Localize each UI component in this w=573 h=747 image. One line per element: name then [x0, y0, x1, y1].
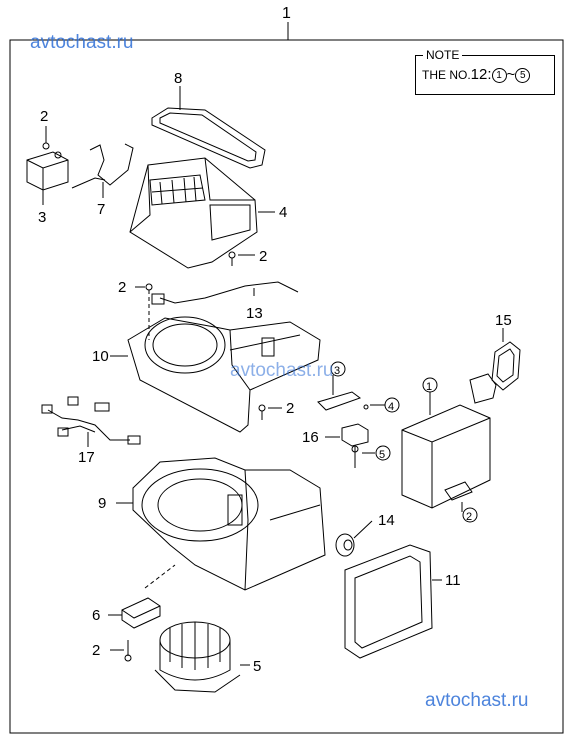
callout-2-b: 2 [259, 248, 267, 265]
actuator-3 [26, 151, 69, 205]
note-number: 12 [470, 66, 488, 83]
circled-2-label: 2 [466, 511, 472, 523]
blower-motor-5 [154, 621, 250, 693]
evaporator-unit [401, 404, 491, 512]
circled-4-marker [363, 397, 400, 413]
screw-2-bottom [110, 640, 132, 662]
callout-15: 15 [495, 312, 512, 329]
callout-14: 14 [378, 512, 395, 529]
switch-16 [325, 423, 369, 447]
callout-11: 11 [445, 572, 461, 589]
note-text: THE NO.12:1~5 [422, 66, 531, 84]
screw-2-housing-side [258, 404, 282, 420]
note-range-start: 1 [491, 68, 507, 84]
callout-10: 10 [92, 348, 109, 365]
note-colon: : [487, 66, 492, 83]
note-tilde: ~ [506, 66, 516, 83]
circled-1-label: 1 [426, 381, 432, 393]
circled-1-marker [422, 377, 438, 415]
callout-7: 7 [97, 201, 105, 218]
circled-2-marker [462, 507, 478, 523]
screw-2-top [42, 126, 50, 150]
resistor-6 [108, 564, 176, 629]
seal-15 [469, 328, 521, 404]
cable-13 [151, 281, 299, 305]
harness-17 [41, 396, 141, 447]
note-title: NOTE [423, 48, 463, 62]
watermark-top: avtochast.ru [30, 32, 134, 53]
watermark-middle: avtochast.ru [230, 360, 334, 381]
circled-5-label: 5 [379, 449, 385, 461]
callout-4: 4 [279, 204, 287, 221]
circled-3-marker [330, 361, 346, 377]
callout-16: 16 [302, 429, 319, 446]
note-prefix: THE NO. [422, 68, 471, 82]
lower-case-9 [116, 457, 326, 591]
callout-17: 17 [78, 449, 95, 466]
watermark-bottom: avtochast.ru [425, 690, 529, 711]
circled-5-marker [351, 445, 391, 468]
callout-2-c: 2 [118, 279, 126, 296]
filter-frame-11 [344, 544, 442, 659]
gasket-8 [151, 86, 266, 169]
callout-6: 6 [92, 607, 100, 624]
callout-13: 13 [246, 305, 263, 322]
callout-3: 3 [38, 209, 46, 226]
grommet-14 [335, 520, 373, 557]
screw-2-housing [135, 283, 153, 340]
callout-2-a: 2 [40, 108, 48, 125]
circled-3-label: 3 [334, 365, 340, 377]
callout-2-e: 2 [92, 642, 100, 659]
resistor-bracket [317, 375, 362, 411]
screw-2-case [228, 251, 255, 266]
housing-10 [110, 316, 321, 433]
note-box [415, 55, 555, 95]
upper-case-4 [129, 157, 275, 269]
circled-4-label: 4 [388, 401, 394, 413]
callout-8: 8 [174, 70, 182, 87]
callout-1-assembly: 1 [282, 5, 291, 22]
note-range-end: 5 [515, 68, 531, 84]
callout-2-d: 2 [286, 400, 294, 417]
callout-9: 9 [98, 495, 106, 512]
bracket-7 [71, 143, 134, 198]
callout-5: 5 [253, 658, 261, 675]
assembly-frame [9, 22, 564, 734]
